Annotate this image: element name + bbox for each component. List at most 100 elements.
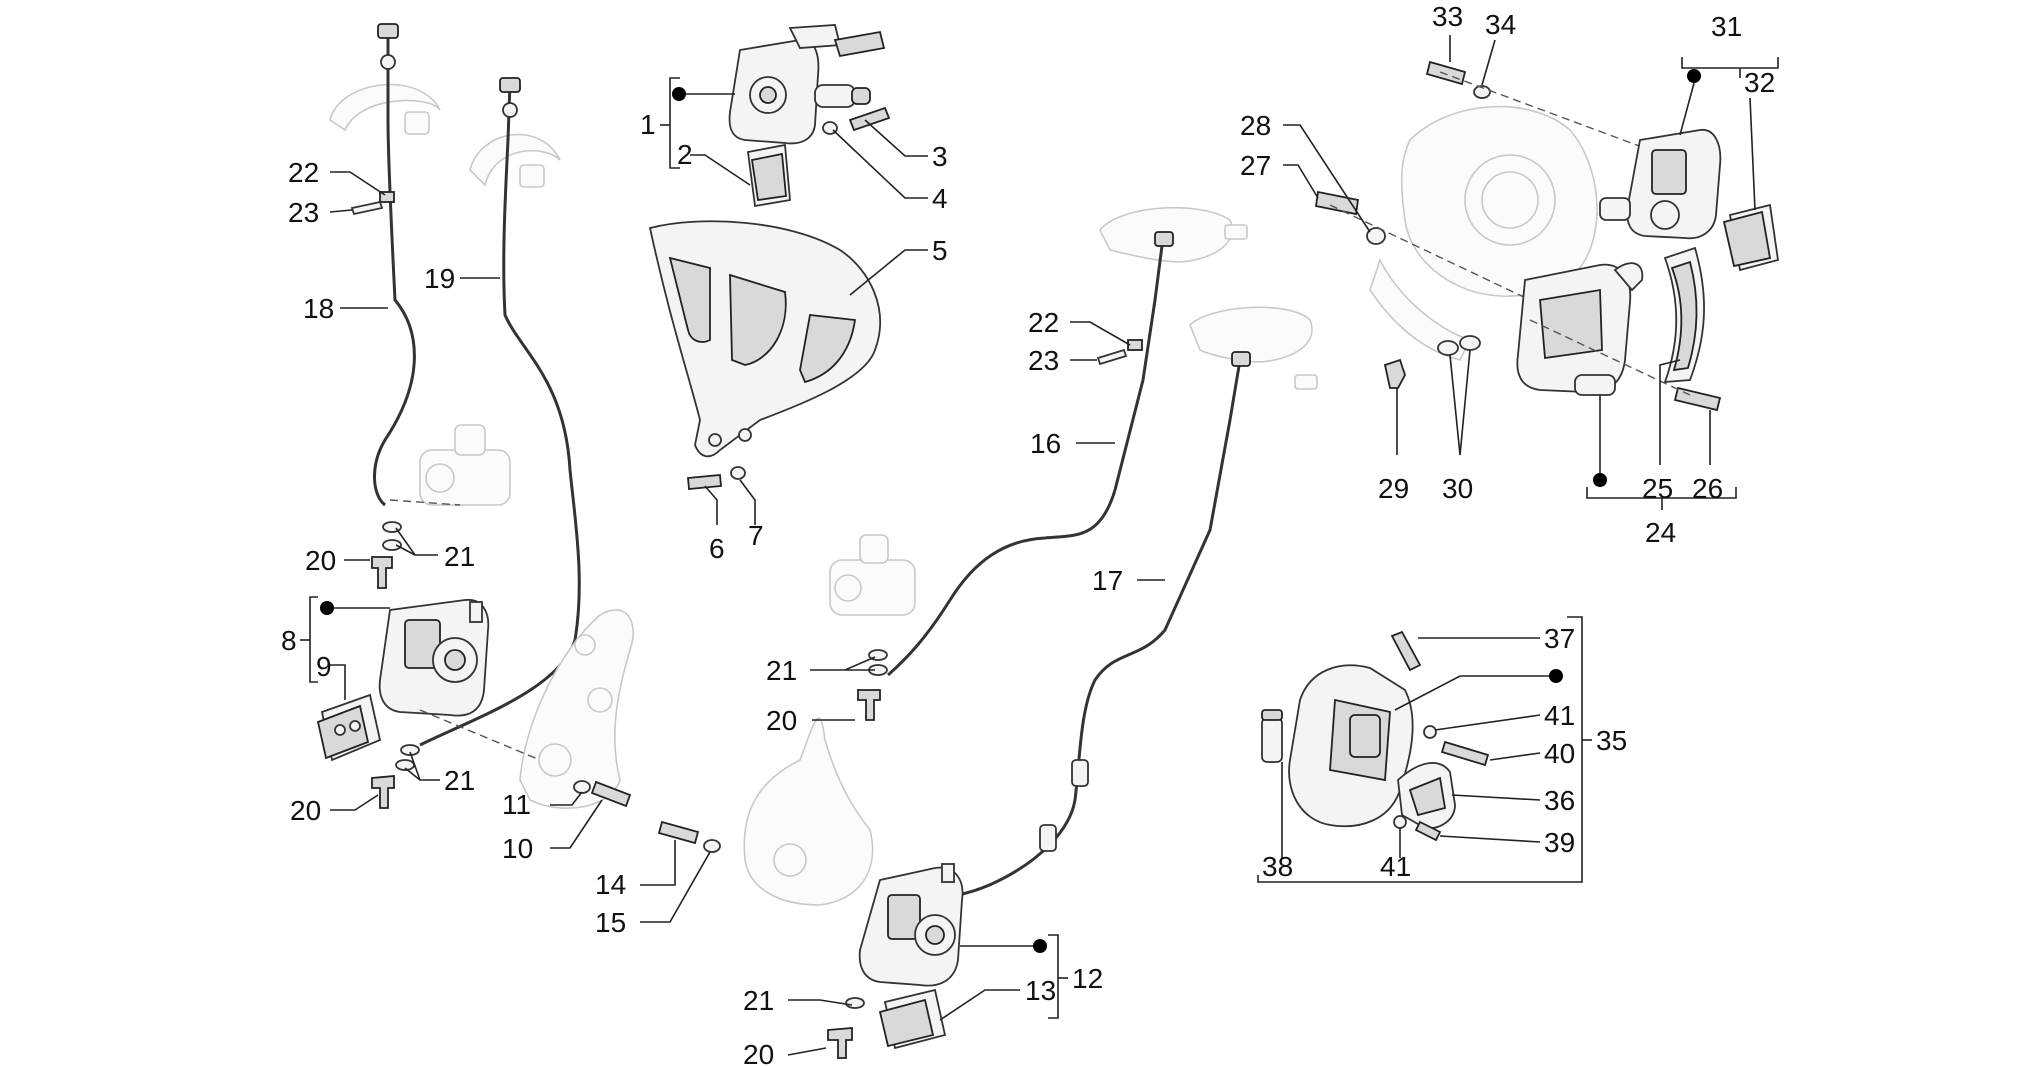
label-12: 12 [1072,963,1103,994]
label-28: 28 [1240,110,1271,141]
label-15: 15 [595,907,626,938]
assembly-dot-12 [1033,939,1047,953]
label-30: 30 [1442,473,1473,504]
label-8: 8 [281,625,297,656]
assembly-dot-24 [1593,473,1607,487]
hose-clip-22-center [1127,339,1143,351]
label-29: 29 [1378,473,1409,504]
label-13: 13 [1025,975,1056,1006]
label-5: 5 [932,235,948,266]
label-25: 25 [1642,473,1673,504]
screw-37 [1390,630,1422,672]
label-37: 37 [1544,623,1575,654]
hose-17-sleeve-a [1071,759,1089,787]
hose-17-sleeve-b [1039,824,1057,852]
ghost-master-cylinder-left [419,424,511,506]
label-41a: 41 [1544,700,1575,731]
label-21d: 21 [743,985,774,1016]
label-23b: 23 [1028,345,1059,376]
label-22a: 22 [288,157,319,188]
label-40: 40 [1544,738,1575,769]
ghost-fitting-c [1224,224,1248,240]
label-20a: 20 [305,545,336,576]
bolt-33 [1425,60,1467,86]
washer-15 [703,839,721,853]
ghost-handlebar-line-left [329,83,441,132]
washer-21-upper-b [382,539,402,551]
master-cylinder-piston [1349,714,1381,758]
bolt-26 [1673,386,1722,412]
washer-21-lower-a [400,744,420,756]
label-17: 17 [1092,565,1123,596]
label-27: 27 [1240,150,1271,181]
ghost-master-cylinder-center [829,534,916,616]
label-20c: 20 [766,705,797,736]
leader-lines [300,35,1779,1056]
screw-23-left [350,200,384,216]
label-20d: 20 [743,1039,774,1066]
axis-line-27 [1329,204,1531,301]
banjo-bolt-20-center [857,689,881,721]
label-10: 10 [502,833,533,864]
banjo-ring-18 [380,54,396,70]
caliper-24 [1516,262,1644,396]
washer-21-center-lower [845,997,865,1009]
nut-41-lower [1393,815,1407,829]
master-cylinder-body [1288,664,1414,828]
reservoir-38 [1261,709,1283,763]
label-32: 32 [1744,67,1775,98]
assembly-dot-8 [320,601,334,615]
front-caliper-8 [378,599,490,717]
bolt-10 [590,780,632,808]
label-16: 16 [1030,428,1061,459]
brake-hose-18 [373,30,416,507]
left-brake-assembly [316,23,634,809]
ghost-fitting-d [1294,374,1318,390]
pads-32 [1722,203,1780,272]
washer-7 [730,466,746,480]
brake-hose-19 [419,81,581,747]
axis-line-33 [1439,71,1651,151]
label-34: 34 [1485,9,1516,40]
label-38: 38 [1262,851,1293,882]
banjo-bolt-20-lower [371,775,395,809]
banjo-top-18 [377,23,399,39]
rear-caliper-12 [858,863,964,987]
bolt-3 [848,106,891,132]
label-2: 2 [677,139,693,170]
caliper-31 [1599,129,1722,240]
nut-41-upper [1423,725,1437,739]
label-7: 7 [748,520,764,551]
brake-pads-9-left [316,693,382,762]
label-3: 3 [932,141,948,172]
banjo-ring-19 [502,102,518,118]
label-20b: 20 [290,795,321,826]
assembly-dot-31 [1687,69,1701,83]
label-22b: 22 [1028,307,1059,338]
ghost-fitting-right [519,164,545,188]
assembly-dot-1 [672,87,686,101]
axis-line-caliper-left [419,709,541,761]
master-cylinder-assembly-35 [1261,630,1490,842]
disc-guard-5 [648,220,881,458]
banjo-top-19 [499,77,521,93]
ghost-handlebar-line-right [469,133,561,187]
top-center-assembly [648,24,891,490]
label-39: 39 [1544,827,1575,858]
screw-40 [1440,740,1490,767]
banjo-top-17 [1231,351,1251,367]
screw-23-center [1096,348,1128,366]
label-21b: 21 [444,765,475,796]
ghost-fitting-left [404,111,430,135]
label-26: 26 [1692,473,1723,504]
label-21a: 21 [444,541,475,572]
washer-28 [1366,227,1386,245]
label-1: 1 [640,109,656,140]
ghost-reservoir-line-b [1189,306,1313,363]
label-21c: 21 [766,655,797,686]
bolt-27 [1314,190,1360,216]
bleed-screw-29 [1383,358,1406,389]
brake-hose-17 [939,359,1242,902]
ghost-fork-bracket-left [519,609,634,809]
